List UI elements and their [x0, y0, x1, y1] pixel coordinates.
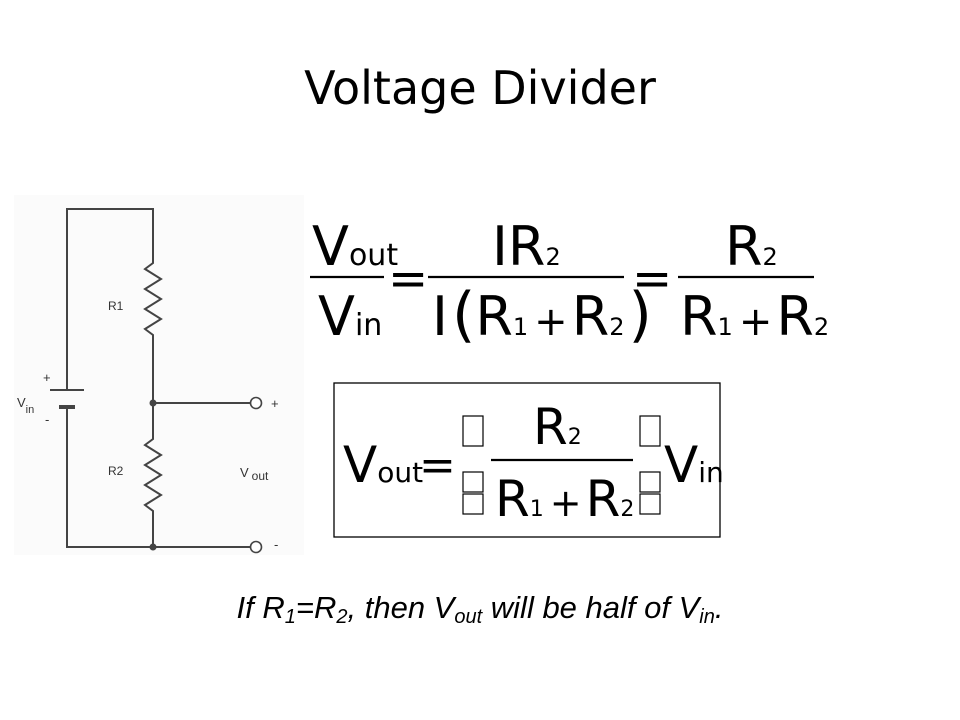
- eq1-lhs-denominator: Vin: [318, 285, 382, 348]
- left-bracket-mid: [462, 471, 484, 493]
- output-voltage-equation: Vout = R2 R1+R2 Vin: [333, 382, 723, 538]
- eq1-rhs-numerator: R2: [725, 215, 778, 278]
- eq2-equals: =: [419, 440, 456, 491]
- voltage-ratio-equation: Vout Vin = IR2 I(R1+R2) = R2 R1+R2: [310, 215, 829, 350]
- resistor-r2: [143, 433, 163, 517]
- output-terminal-bottom: [249, 540, 263, 554]
- caption: If R1=R2, then Vout will be half of Vin.: [236, 590, 724, 628]
- equation-box: [333, 382, 721, 538]
- circuit-background: [14, 195, 304, 555]
- eq1-rhs-denominator: R1+R2: [680, 285, 829, 348]
- wire-left-top: [66, 208, 154, 390]
- eq2-denominator: R1+R2: [495, 470, 634, 528]
- output-terminal-top: [249, 396, 263, 410]
- eq2-vin: Vin: [664, 436, 723, 494]
- resistor-r1: [143, 257, 163, 341]
- eq2-lhs: Vout: [343, 436, 423, 494]
- junction-dot-bottom: [149, 543, 157, 551]
- page-title: Voltage Divider: [304, 61, 656, 115]
- wire-bottom-left: [66, 407, 153, 548]
- eq1-lhs-numerator: Vout: [312, 215, 398, 278]
- left-bracket-bottom: [462, 493, 484, 515]
- junction-dot-top: [149, 399, 157, 407]
- output-minus-label: -: [274, 537, 278, 552]
- r2-label: R2: [108, 464, 124, 478]
- vin-label: Vin: [17, 395, 34, 416]
- vin-plus-label: +: [43, 370, 51, 385]
- eq1-mid-denominator: I(R1+R2): [432, 280, 652, 350]
- eq1-mid-numerator: IR2: [492, 215, 561, 278]
- r1-label: R1: [108, 299, 124, 313]
- right-bracket-mid: [639, 471, 661, 493]
- eq2-numerator: R2: [533, 398, 582, 456]
- right-bracket-top: [639, 415, 661, 447]
- right-bracket-bottom: [639, 493, 661, 515]
- eq1-equals-2: =: [632, 251, 672, 307]
- eq1-equals-1: =: [388, 251, 428, 307]
- vin-minus-label: -: [45, 412, 49, 427]
- output-plus-label: +: [271, 396, 279, 411]
- left-bracket-top: [462, 415, 484, 447]
